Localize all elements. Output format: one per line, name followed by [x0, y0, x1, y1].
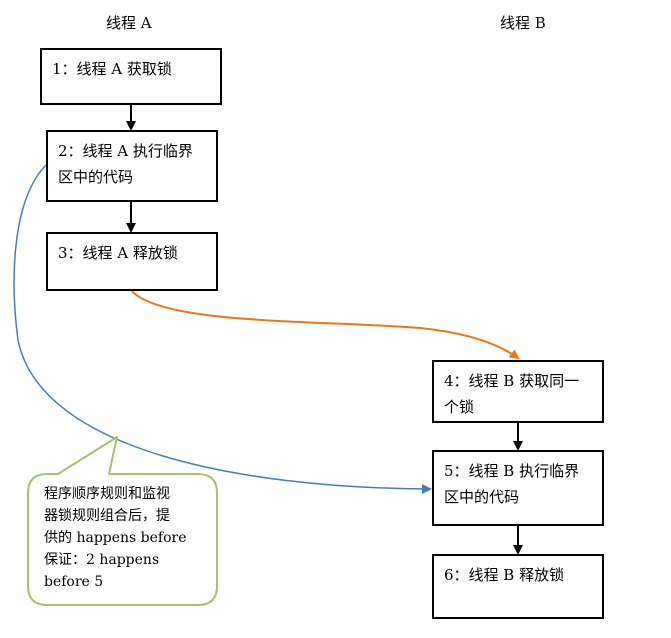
thread-b-title: 线程 B	[500, 14, 546, 32]
thread-a-title: 线程 A	[106, 14, 152, 32]
happens-before-arrow	[13, 164, 432, 494]
step-6-box: 6：线程 B 释放锁	[432, 554, 604, 619]
step-1-box: 1：线程 A 获取锁	[40, 48, 222, 105]
step-5-box: 5：线程 B 执行临界 区中的代码	[432, 450, 604, 526]
callout-text: 程序顺序规则和监视 器锁规则组合后，提 供的 happens before 保证…	[44, 486, 187, 590]
step-3-box: 3：线程 A 释放锁	[46, 232, 218, 291]
callout-bubble	[27, 436, 218, 606]
step-4-box: 4：线程 B 获取同一 个锁	[432, 360, 604, 423]
step-2-box: 2：线程 A 执行临界 区中的代码	[46, 130, 218, 202]
release-to-acquire-arrow	[130, 289, 520, 360]
